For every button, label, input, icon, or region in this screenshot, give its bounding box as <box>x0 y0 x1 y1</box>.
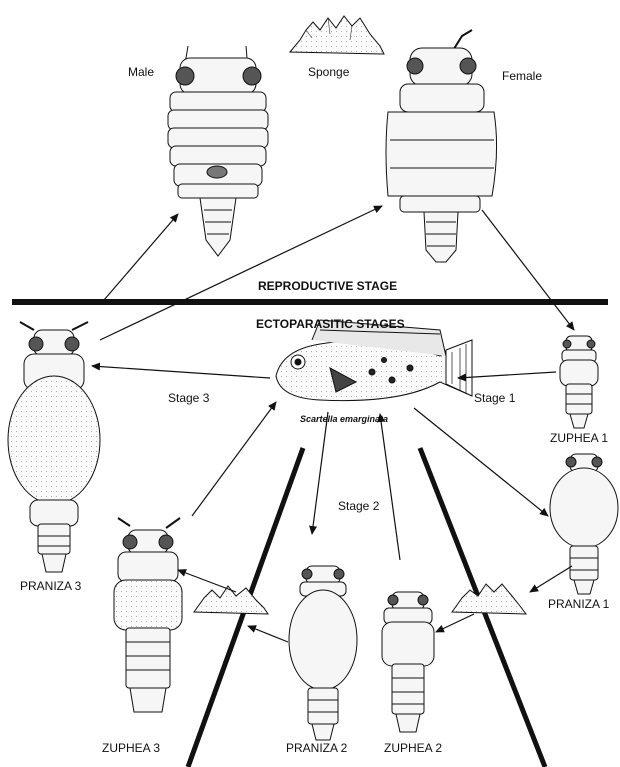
arrow-host-to-praniza1 <box>414 408 548 516</box>
zuphea1-isopod-illustration <box>560 336 598 428</box>
label-male: Male <box>128 65 154 79</box>
stage-divider-line <box>12 299 608 305</box>
label-praniza3: PRANIZA 3 <box>20 579 82 593</box>
label-stage3: Stage 3 <box>168 391 210 405</box>
label-sponge: Sponge <box>308 65 350 79</box>
label-stage1: Stage 1 <box>474 391 516 405</box>
label-reproductive-stage: REPRODUCTIVE STAGE <box>258 279 397 293</box>
sponge-illustration <box>290 16 384 54</box>
label-praniza1: PRANIZA 1 <box>548 597 610 611</box>
zuphea3-isopod-illustration <box>114 518 182 712</box>
label-zuphea2: ZUPHEA 2 <box>384 741 442 755</box>
label-host-species: Scartella emarginata <box>300 414 388 424</box>
label-ectoparasitic-stages: ECTOPARASITIC STAGES <box>256 317 405 331</box>
praniza2-isopod-illustration <box>289 566 357 740</box>
label-zuphea3: ZUPHEA 3 <box>102 741 160 755</box>
sponge-illustration-right <box>452 584 526 614</box>
arrow-host-to-praniza2 <box>312 412 328 534</box>
arrow-zuphea1-to-host <box>458 372 556 378</box>
arrow-zuphea2-to-host <box>380 414 400 560</box>
label-female: Female <box>502 69 542 83</box>
arrow-sponge-to-zuphea2 <box>436 614 474 632</box>
arrow-zuphea3-to-host <box>192 402 276 516</box>
label-stage2: Stage 2 <box>338 499 380 513</box>
zuphea2-isopod-illustration <box>382 592 434 732</box>
praniza3-isopod-illustration <box>8 322 100 572</box>
host-fish-illustration <box>276 320 472 401</box>
arrow-praniza2-to-sponge <box>248 626 288 642</box>
female-isopod-illustration <box>386 30 497 262</box>
male-isopod-illustration <box>168 46 268 256</box>
arrow-praniza1-to-sponge <box>530 566 572 592</box>
arrow-female-to-zuphea1 <box>482 210 574 330</box>
label-praniza2: PRANIZA 2 <box>286 741 348 755</box>
arrow-sponge-to-zuphea3 <box>178 570 236 592</box>
arrow-praniza3-to-male <box>104 214 178 300</box>
arrow-host-to-praniza3 <box>92 366 270 378</box>
label-zuphea1: ZUPHEA 1 <box>550 431 608 445</box>
